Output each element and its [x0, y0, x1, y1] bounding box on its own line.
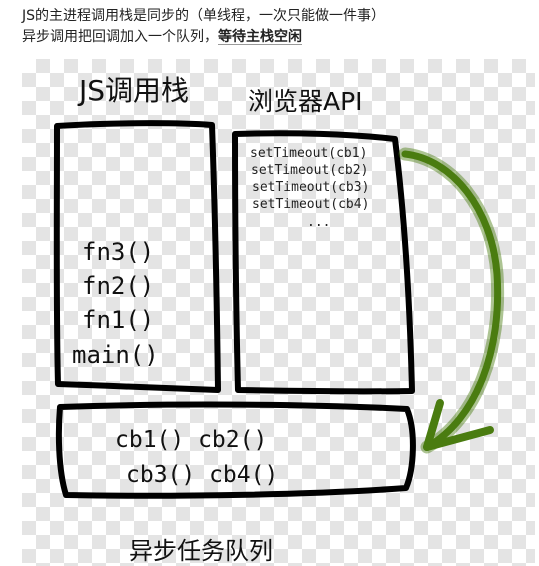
- diagram-canvas: JS调用栈 fn3() fn2() fn1() main() 浏览器API se…: [53, 74, 505, 565]
- api-call: setTimeout(cb3): [252, 180, 369, 195]
- call-stack-title: JS调用栈: [77, 74, 189, 107]
- stack-frame: fn1(): [82, 306, 154, 334]
- stack-frame: fn3(): [82, 238, 154, 266]
- intro-line-2-prefix: 异步调用把回调加入一个队列，: [22, 29, 218, 45]
- api-more: ...: [307, 215, 330, 230]
- call-stack-box: [53, 120, 221, 393]
- task-queue-box: [55, 401, 416, 499]
- event-loop-diagram: JS调用栈 fn3() fn2() fn1() main() 浏览器API se…: [22, 59, 535, 566]
- stack-frame: fn2(): [82, 272, 154, 300]
- intro-line-2-emphasis: 等待主栈空闲: [218, 29, 302, 45]
- intro-line-1: JS的主进程调用栈是同步的（单线程，一次只能做一件事）: [22, 8, 386, 24]
- intro-line-2: 异步调用把回调加入一个队列，等待主栈空闲: [22, 27, 385, 48]
- browser-api-title: 浏览器API: [248, 87, 363, 116]
- task-queue-title: 异步任务队列: [129, 537, 273, 565]
- stack-frame: main(): [72, 341, 159, 369]
- api-call: setTimeout(cb2): [251, 163, 368, 178]
- intro-text: JS的主进程调用栈是同步的（单线程，一次只能做一件事） 异步调用把回调加入一个队…: [22, 6, 385, 48]
- queue-row-2: cb3() cb4(): [126, 462, 278, 488]
- browser-api-box: [232, 130, 415, 395]
- api-call: setTimeout(cb1): [250, 146, 367, 161]
- api-call: setTimeout(cb4): [252, 197, 369, 212]
- queue-row-1: cb1() cb2(): [115, 427, 267, 453]
- callback-arrow: [398, 147, 505, 454]
